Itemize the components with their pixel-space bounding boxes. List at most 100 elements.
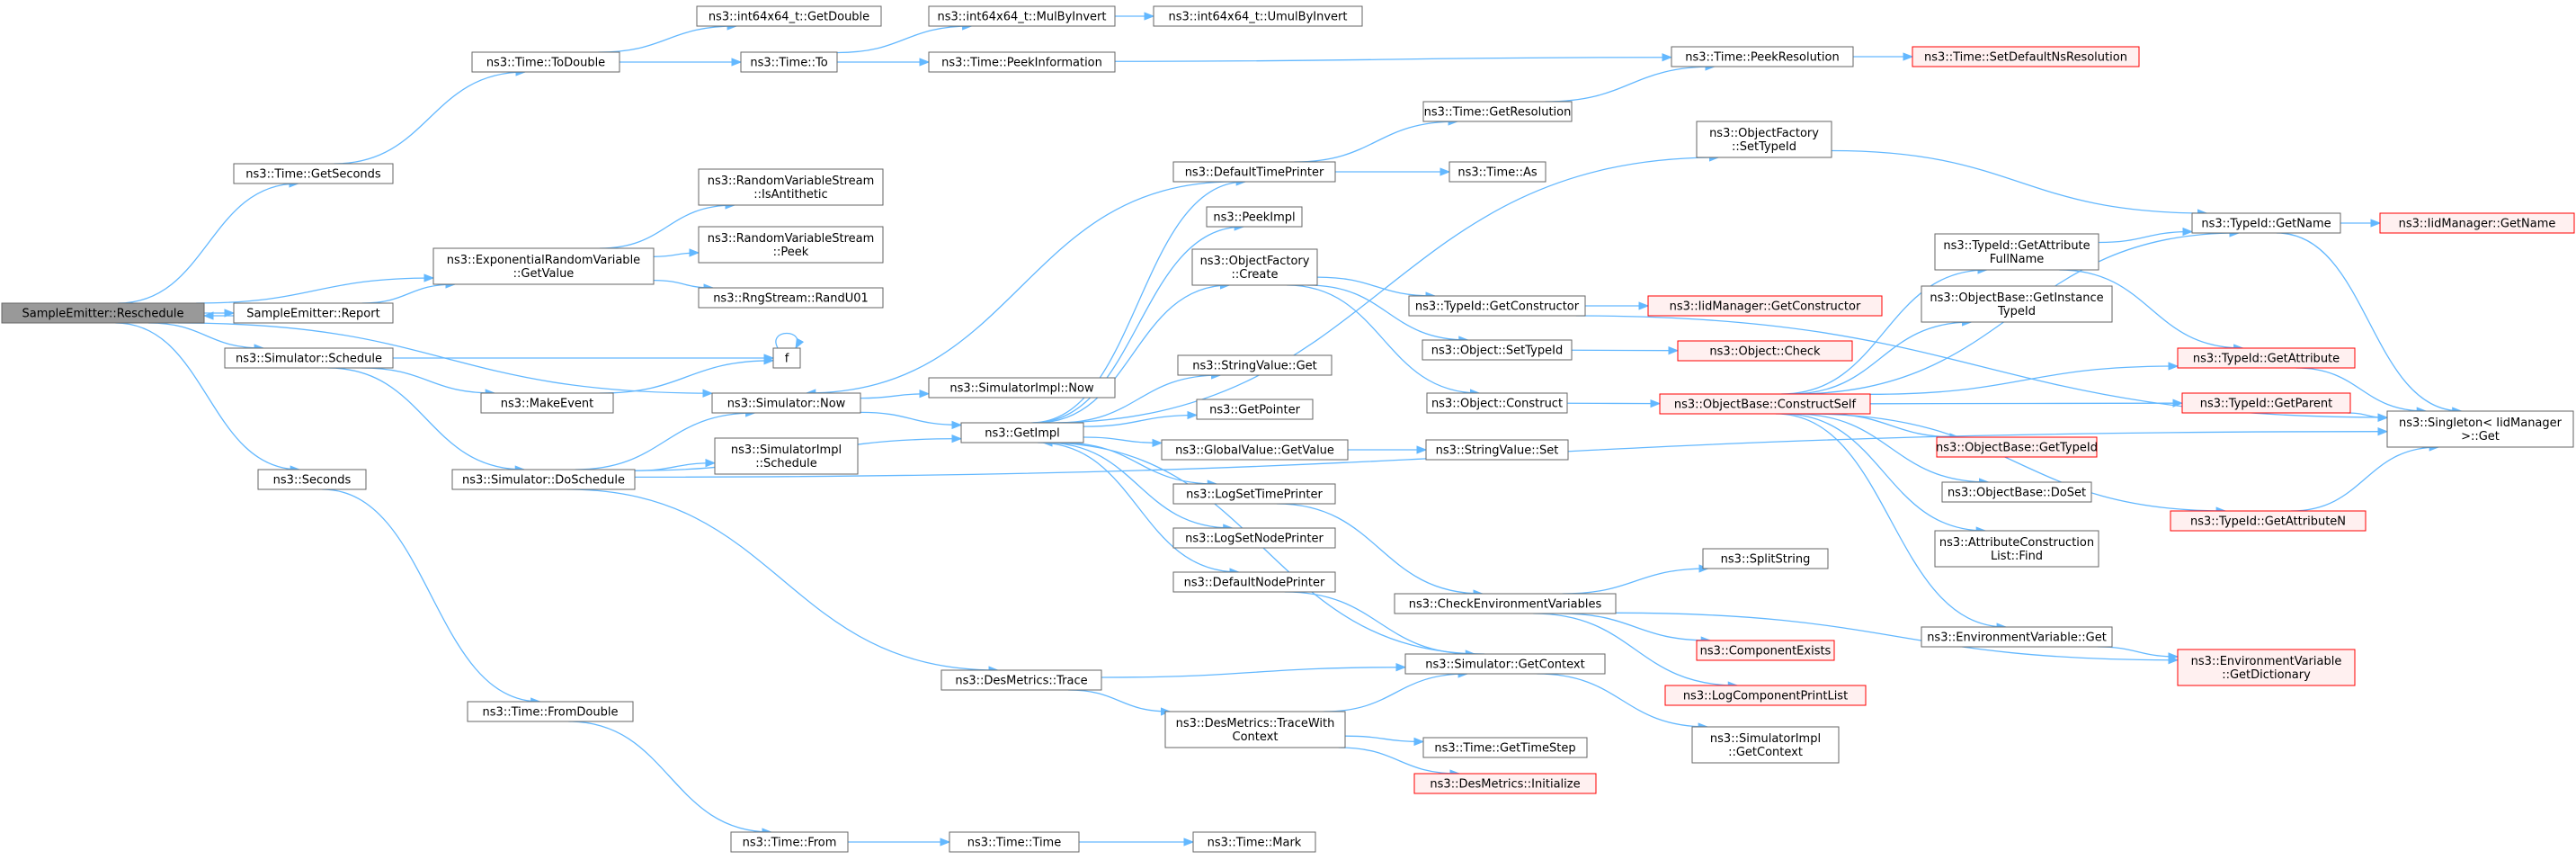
node-f[interactable]: f — [772, 347, 801, 369]
edge-sim_schedule-to-makeevent — [361, 367, 496, 398]
node-getimpl[interactable]: ns3::GetImpl — [960, 422, 1084, 443]
edge-root-to-seconds — [115, 322, 301, 474]
node-obj-check[interactable]: ns3::Object::Check — [1677, 340, 1853, 362]
node-label: ns3::TypeId::GetAttribute — [1943, 239, 2090, 253]
node-seconds[interactable]: ns3::Seconds — [257, 469, 367, 490]
node-label: ::GetContext — [1728, 746, 1803, 759]
node-sim-schedule[interactable]: ns3::Simulator::Schedule — [224, 347, 394, 369]
node-splitstring[interactable]: ns3::SplitString — [1702, 548, 1829, 569]
node-label: Context — [1233, 730, 1279, 744]
node-defnodeprinter[interactable]: ns3::DefaultNodePrinter — [1172, 571, 1336, 593]
node-box — [1196, 399, 1314, 420]
node-label: ::GetDictionary — [2222, 668, 2311, 682]
node-randu01[interactable]: ns3::RngStream::RandU01 — [698, 287, 884, 309]
node-label: ns3::TypeId::GetParent — [2200, 398, 2333, 411]
node-getresolution[interactable]: ns3::Time::GetResolution — [1422, 101, 1573, 122]
node-ob-gettypeid[interactable]: ns3::ObjectBase::GetTypeId — [1936, 436, 2098, 458]
node-rvs-peek[interactable]: ns3::RandomVariableStream::Peek — [698, 226, 884, 264]
node-doschedule[interactable]: ns3::Simulator::DoSchedule — [451, 469, 636, 490]
node-sv-get[interactable]: ns3::StringValue::Get — [1177, 354, 1333, 376]
node-setdefres[interactable]: ns3::Time::SetDefaultNsResolution — [1912, 46, 2140, 67]
node-peekinfo[interactable]: ns3::Time::PeekInformation — [928, 51, 1116, 73]
node-ob-doset[interactable]: ns3::ObjectBase::DoSet — [1941, 481, 2092, 503]
node-obj-settypeid[interactable]: ns3::Object::SetTypeId — [1422, 339, 1573, 361]
node-label: ns3::DesMetrics::TraceWith — [1176, 717, 1335, 730]
node-checkenv[interactable]: ns3::CheckEnvironmentVariables — [1394, 593, 1617, 614]
node-time-to[interactable]: ns3::Time::To — [740, 51, 838, 73]
node-label: ns3::Time::PeekResolution — [1685, 51, 1839, 65]
node-label: ns3::Time::From — [743, 837, 837, 850]
node-of-settypeid[interactable]: ns3::ObjectFactory::SetTypeId — [1696, 121, 1832, 158]
node-sim-getctx[interactable]: ns3::Simulator::GetContext — [1404, 653, 1606, 675]
node-tid-getattrn[interactable]: ns3::TypeId::GetAttributeN — [2170, 510, 2367, 532]
node-iid-getname[interactable]: ns3::IidManager::GetName — [2379, 212, 2575, 234]
node-destrace[interactable]: ns3::DesMetrics::Trace — [940, 669, 1102, 691]
node-gv-getvalue[interactable]: ns3::GlobalValue::GetValue — [1161, 439, 1349, 461]
node-time-from[interactable]: ns3::Time::From — [730, 831, 849, 853]
node-getseconds[interactable]: ns3::Time::GetSeconds — [233, 163, 394, 184]
edge-makeevent-to-f — [600, 356, 775, 394]
node-of-create[interactable]: ns3::ObjectFactory::Create — [1191, 248, 1318, 286]
edge-getimpl-to-logsettime — [1059, 442, 1218, 488]
node-getdouble[interactable]: ns3::int64x64_t::GetDouble — [696, 5, 882, 27]
node-logsetnode[interactable]: ns3::LogSetNodePrinter — [1172, 527, 1336, 549]
node-root[interactable]: SampleEmitter::Reschedule — [1, 302, 205, 324]
node-box — [1921, 626, 2113, 648]
node-tid-getname[interactable]: ns3::TypeId::GetName — [2191, 212, 2341, 234]
node-compexists[interactable]: ns3::ComponentExists — [1696, 640, 1835, 661]
node-envvar-get[interactable]: ns3::EnvironmentVariable::Get — [1921, 626, 2113, 648]
edge-getimpl-to-logsetnode — [1044, 442, 1234, 533]
node-rvs-anti[interactable]: ns3::RandomVariableStream::IsAntithetic — [698, 168, 884, 206]
node-box — [1172, 527, 1336, 549]
node-getpointer[interactable]: ns3::GetPointer — [1196, 399, 1314, 420]
edge-root-to-sim_schedule — [147, 322, 265, 353]
node-gettimestep[interactable]: ns3::Time::GetTimeStep — [1422, 737, 1588, 758]
node-sim-now[interactable]: ns3::Simulator::Now — [711, 392, 861, 414]
node-simimpl-getctx[interactable]: ns3::SimulatorImpl::GetContext — [1691, 726, 1840, 764]
node-peekres[interactable]: ns3::Time::PeekResolution — [1671, 46, 1854, 67]
node-tid-getattr[interactable]: ns3::TypeId::GetAttribute — [2177, 347, 2356, 369]
node-makeevent[interactable]: ns3::MakeEvent — [480, 392, 614, 414]
node-exprv[interactable]: ns3::ExponentialRandomVariable::GetValue — [432, 247, 655, 285]
node-singleton-get[interactable]: ns3::Singleton< IidManager>::Get — [2386, 410, 2574, 448]
node-obj-construct[interactable]: ns3::Object::Construct — [1426, 392, 1568, 414]
node-time-time[interactable]: ns3::Time::Time — [949, 831, 1080, 853]
node-fromdouble[interactable]: ns3::Time::FromDouble — [467, 701, 634, 722]
node-box — [2386, 410, 2574, 448]
node-logsettime[interactable]: ns3::LogSetTimePrinter — [1172, 483, 1336, 505]
edge-getresolution-to-peekres — [1545, 62, 1716, 103]
node-umulbyinvert[interactable]: ns3::int64x64_t::UmulByInvert — [1153, 5, 1363, 27]
node-todouble[interactable]: ns3::Time::ToDouble — [471, 51, 620, 73]
node-box — [257, 469, 367, 490]
node-label: ns3::ExponentialRandomVariable — [447, 254, 640, 267]
node-tid-getparent[interactable]: ns3::TypeId::GetParent — [2181, 392, 2351, 414]
node-time-as[interactable]: ns3::Time::As — [1448, 161, 1546, 183]
node-label: ::Schedule — [755, 457, 817, 470]
node-label: ns3::LogSetNodePrinter — [1185, 533, 1324, 546]
node-label: ns3::SplitString — [1721, 553, 1811, 567]
node-simimpl-now[interactable]: ns3::SimulatorImpl::Now — [928, 377, 1116, 399]
node-ob-constructself[interactable]: ns3::ObjectBase::ConstructSelf — [1659, 393, 1871, 415]
edge-sim_now-to-simimpl_now — [860, 390, 931, 399]
node-simimpl-sched[interactable]: ns3::SimulatorImpl::Schedule — [714, 437, 859, 475]
edge-ob_constructself-to-envvar_get — [1775, 413, 2008, 632]
node-peekimpl[interactable]: ns3::PeekImpl — [1206, 206, 1303, 228]
node-label: ns3::TypeId::GetAttributeN — [2190, 515, 2346, 529]
node-time-mark[interactable]: ns3::Time::Mark — [1192, 831, 1316, 853]
node-des-init[interactable]: ns3::DesMetrics::Initialize — [1413, 773, 1597, 794]
node-deftimeprinter[interactable]: ns3::DefaultTimePrinter — [1172, 161, 1336, 183]
node-report[interactable]: SampleEmitter::Report — [233, 302, 394, 324]
node-logcompprint[interactable]: ns3::LogComponentPrintList — [1664, 685, 1867, 706]
edge-getimpl-to-peekimpl — [1032, 222, 1245, 424]
node-envvar-getdict[interactable]: ns3::EnvironmentVariable::GetDictionary — [2177, 649, 2356, 686]
node-iid-getctor[interactable]: ns3::IidManager::GetConstructor — [1647, 295, 1883, 317]
node-sv-set[interactable]: ns3::StringValue::Set — [1425, 439, 1569, 461]
node-tid-getctor[interactable]: ns3::TypeId::GetConstructor — [1408, 295, 1586, 317]
edge-checkenv-to-logcompprint — [1533, 613, 1739, 690]
edge-destrace-to-sim_getctx — [1101, 663, 1407, 678]
node-mulbyinvert[interactable]: ns3::int64x64_t::MulByInvert — [928, 5, 1116, 27]
